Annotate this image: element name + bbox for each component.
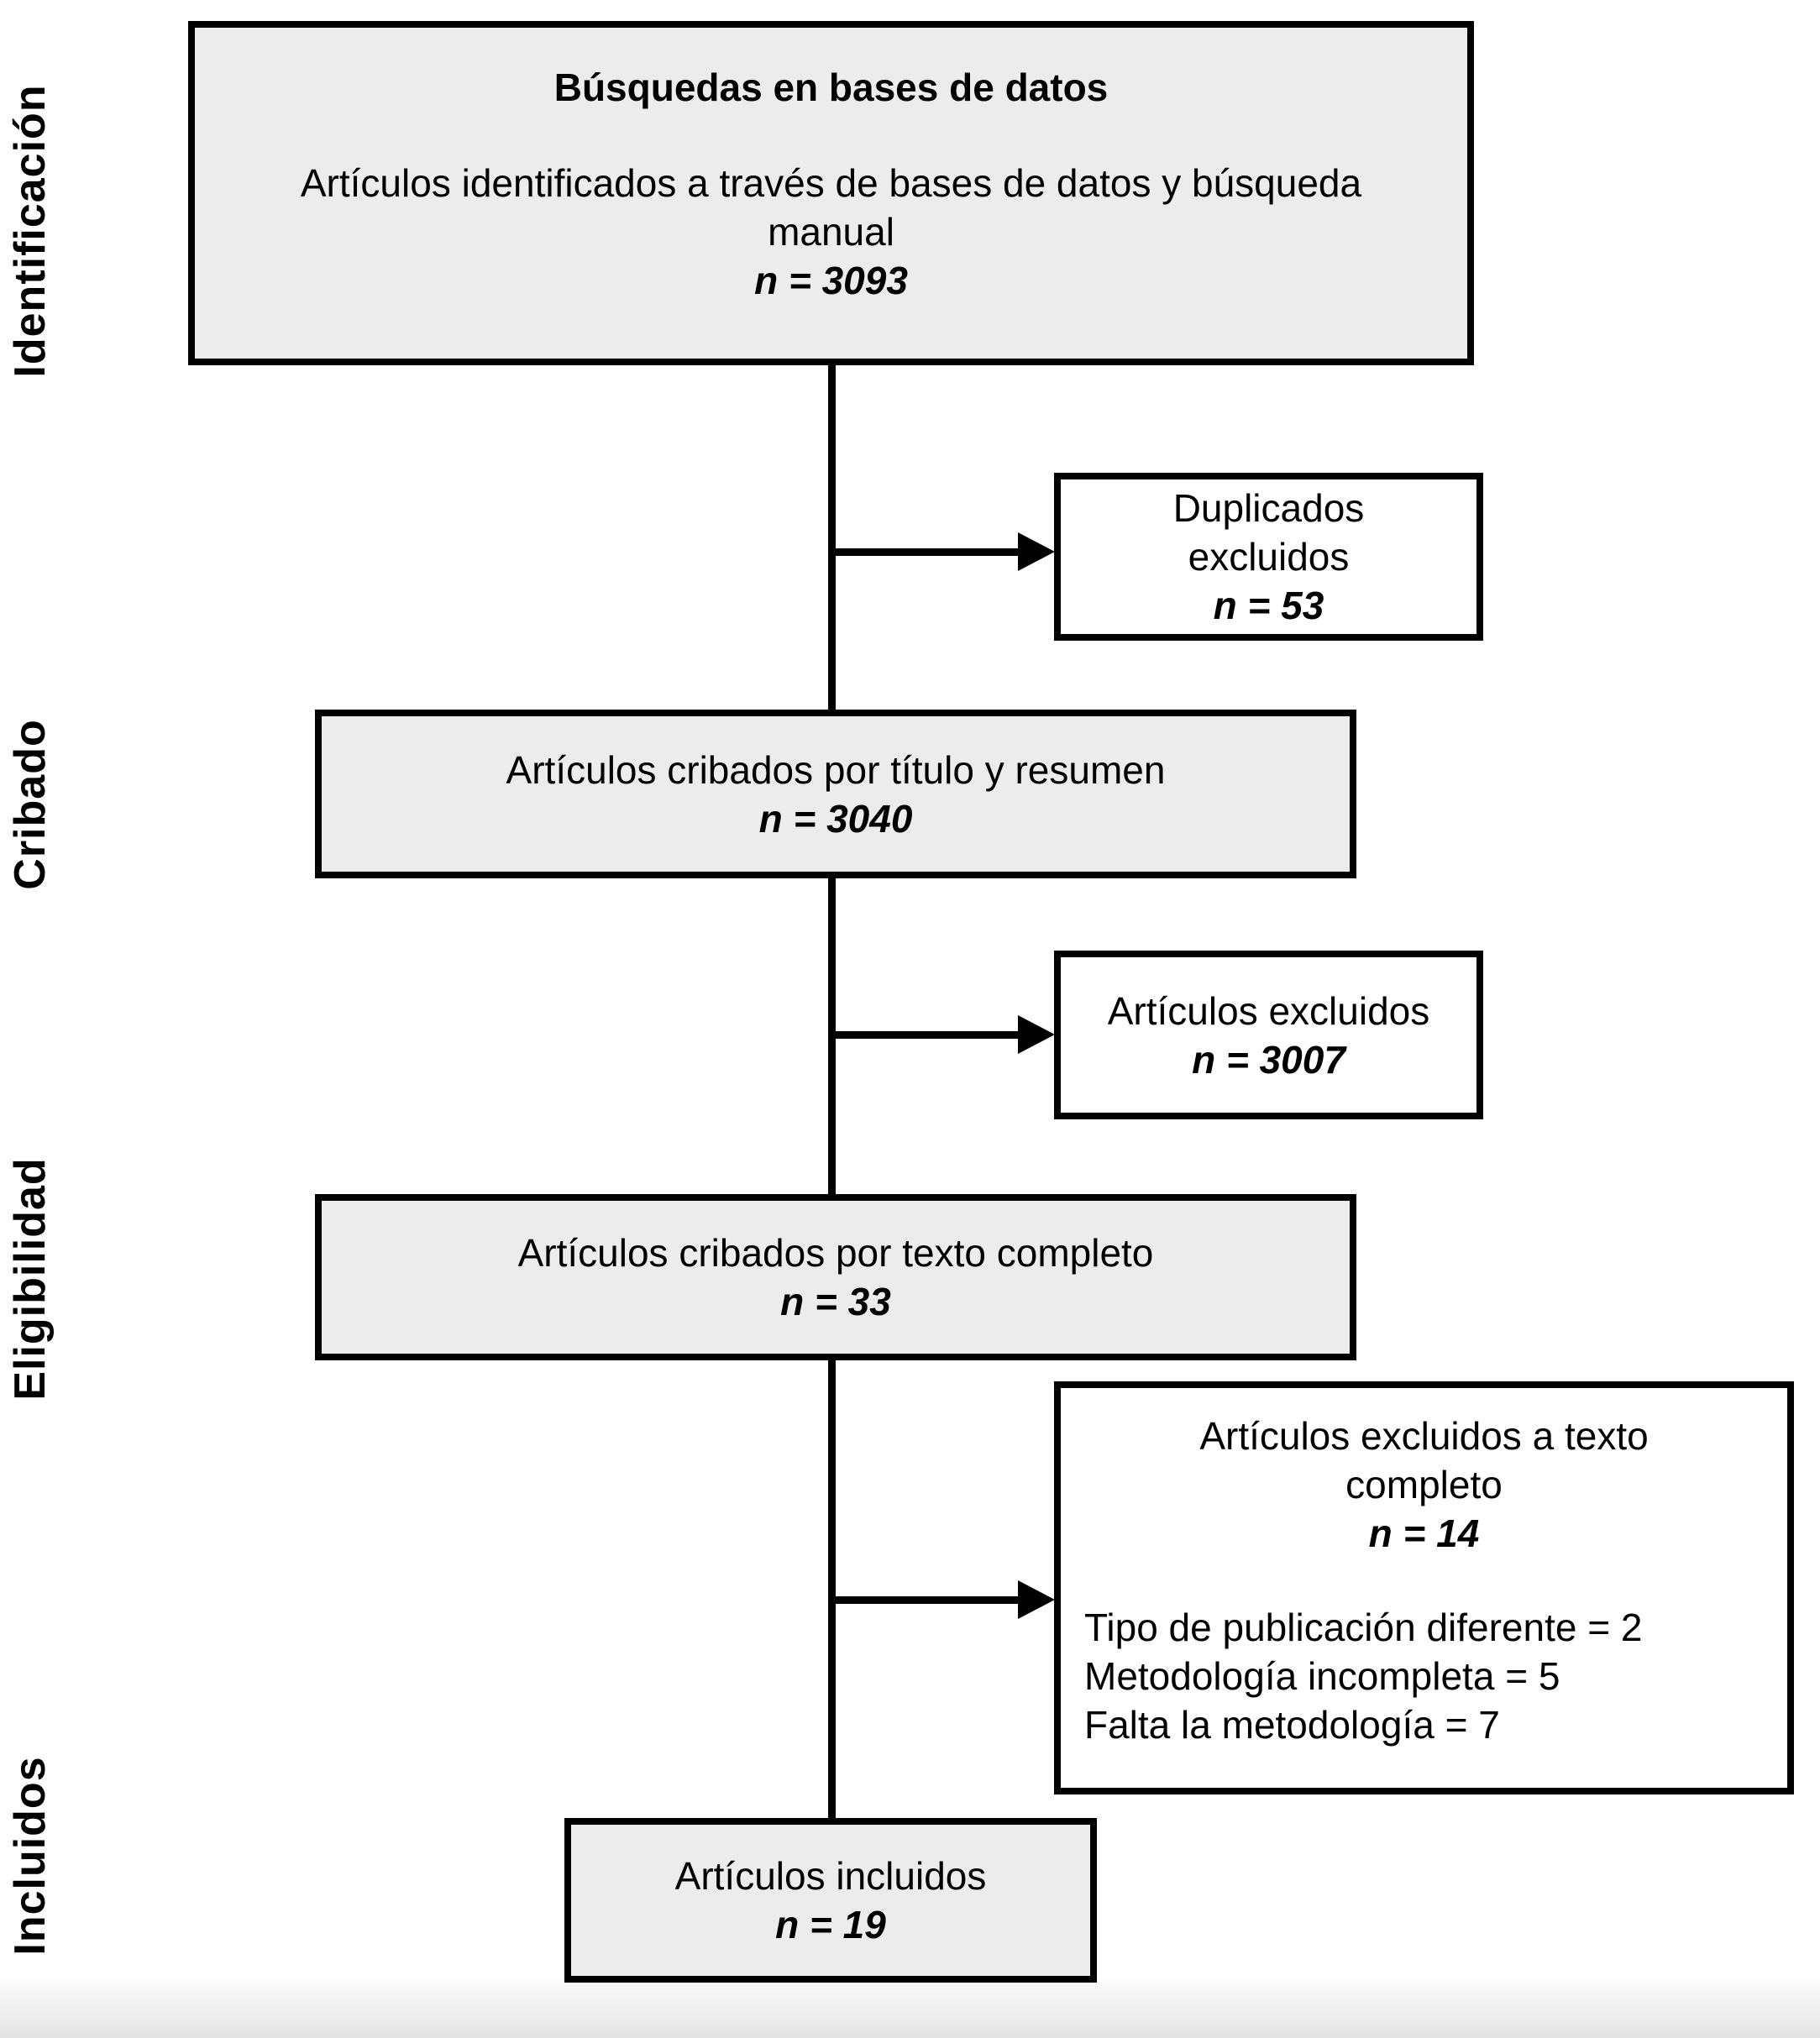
box-screened-full-text-count: n = 33 bbox=[780, 1280, 891, 1323]
box-excluded-full-text-count: n = 14 bbox=[1368, 1511, 1480, 1555]
arrow-to-excluded-full-text bbox=[831, 1580, 1055, 1619]
arrow-right-icon bbox=[1018, 532, 1055, 571]
exclusion-reasons-list: Tipo de publicación diferente = 2 Metodo… bbox=[1084, 1603, 1764, 1749]
box-duplicates-excluded: Duplicados excluidos n = 53 bbox=[1054, 473, 1483, 641]
stage-label-eligibility: Eligibilidad bbox=[6, 1157, 55, 1401]
box-included: Artículos incluidos n = 19 bbox=[564, 1818, 1097, 1983]
stage-label-screening: Cribado bbox=[6, 719, 55, 890]
box-screened-title-abstract: Artículos cribados por título y resumen … bbox=[315, 710, 1356, 878]
arrow-shaft bbox=[831, 548, 1020, 556]
box-identification-title: Búsquedas en bases de datos bbox=[553, 65, 1109, 109]
exclusion-reason-item: Metodología incompleta = 5 bbox=[1084, 1654, 1560, 1698]
stage-label-included: Incluidos bbox=[6, 1756, 55, 1956]
arrow-to-duplicates-excluded bbox=[831, 532, 1055, 571]
box-articles-excluded-count: n = 3007 bbox=[1192, 1037, 1345, 1082]
exclusion-reason-item: Tipo de publicación diferente = 2 bbox=[1084, 1606, 1643, 1649]
box-excluded-full-text: Artículos excluidos a texto completo n =… bbox=[1054, 1381, 1794, 1794]
box-duplicates-excluded-count: n = 53 bbox=[1213, 584, 1324, 627]
exclusion-reason-item: Falta la metodología = 7 bbox=[1084, 1703, 1500, 1747]
box-identification: Búsquedas en bases de datos Artículos id… bbox=[188, 21, 1474, 365]
box-duplicates-excluded-body: Duplicados excluidos bbox=[1172, 486, 1365, 579]
bottom-fade-strip bbox=[0, 1973, 1820, 2038]
box-identification-body: Artículos identificados a través de base… bbox=[300, 161, 1362, 254]
arrow-to-articles-excluded bbox=[831, 1015, 1055, 1054]
box-included-count: n = 19 bbox=[775, 1903, 886, 1946]
main-flow-connector-line bbox=[828, 361, 836, 1822]
box-screened-title-abstract-count: n = 3040 bbox=[758, 796, 913, 841]
box-screened-title-abstract-body: Artículos cribados por título y resumen bbox=[506, 747, 1166, 792]
box-articles-excluded-body: Artículos excluidos bbox=[1107, 988, 1430, 1033]
box-screened-full-text: Artículos cribados por texto completo n … bbox=[315, 1194, 1356, 1360]
box-included-body: Artículos incluidos bbox=[674, 1854, 987, 1898]
box-identification-count: n = 3093 bbox=[754, 259, 908, 302]
arrow-shaft bbox=[831, 1596, 1020, 1604]
box-screened-full-text-body: Artículos cribados por texto completo bbox=[517, 1231, 1154, 1275]
arrow-right-icon bbox=[1018, 1580, 1055, 1619]
stage-label-identification: Identificación bbox=[6, 84, 55, 378]
arrow-right-icon bbox=[1018, 1015, 1055, 1054]
box-articles-excluded: Artículos excluidos n = 3007 bbox=[1054, 951, 1483, 1119]
arrow-shaft bbox=[831, 1031, 1020, 1039]
box-excluded-full-text-title: Artículos excluidos a texto completo bbox=[1199, 1414, 1649, 1506]
